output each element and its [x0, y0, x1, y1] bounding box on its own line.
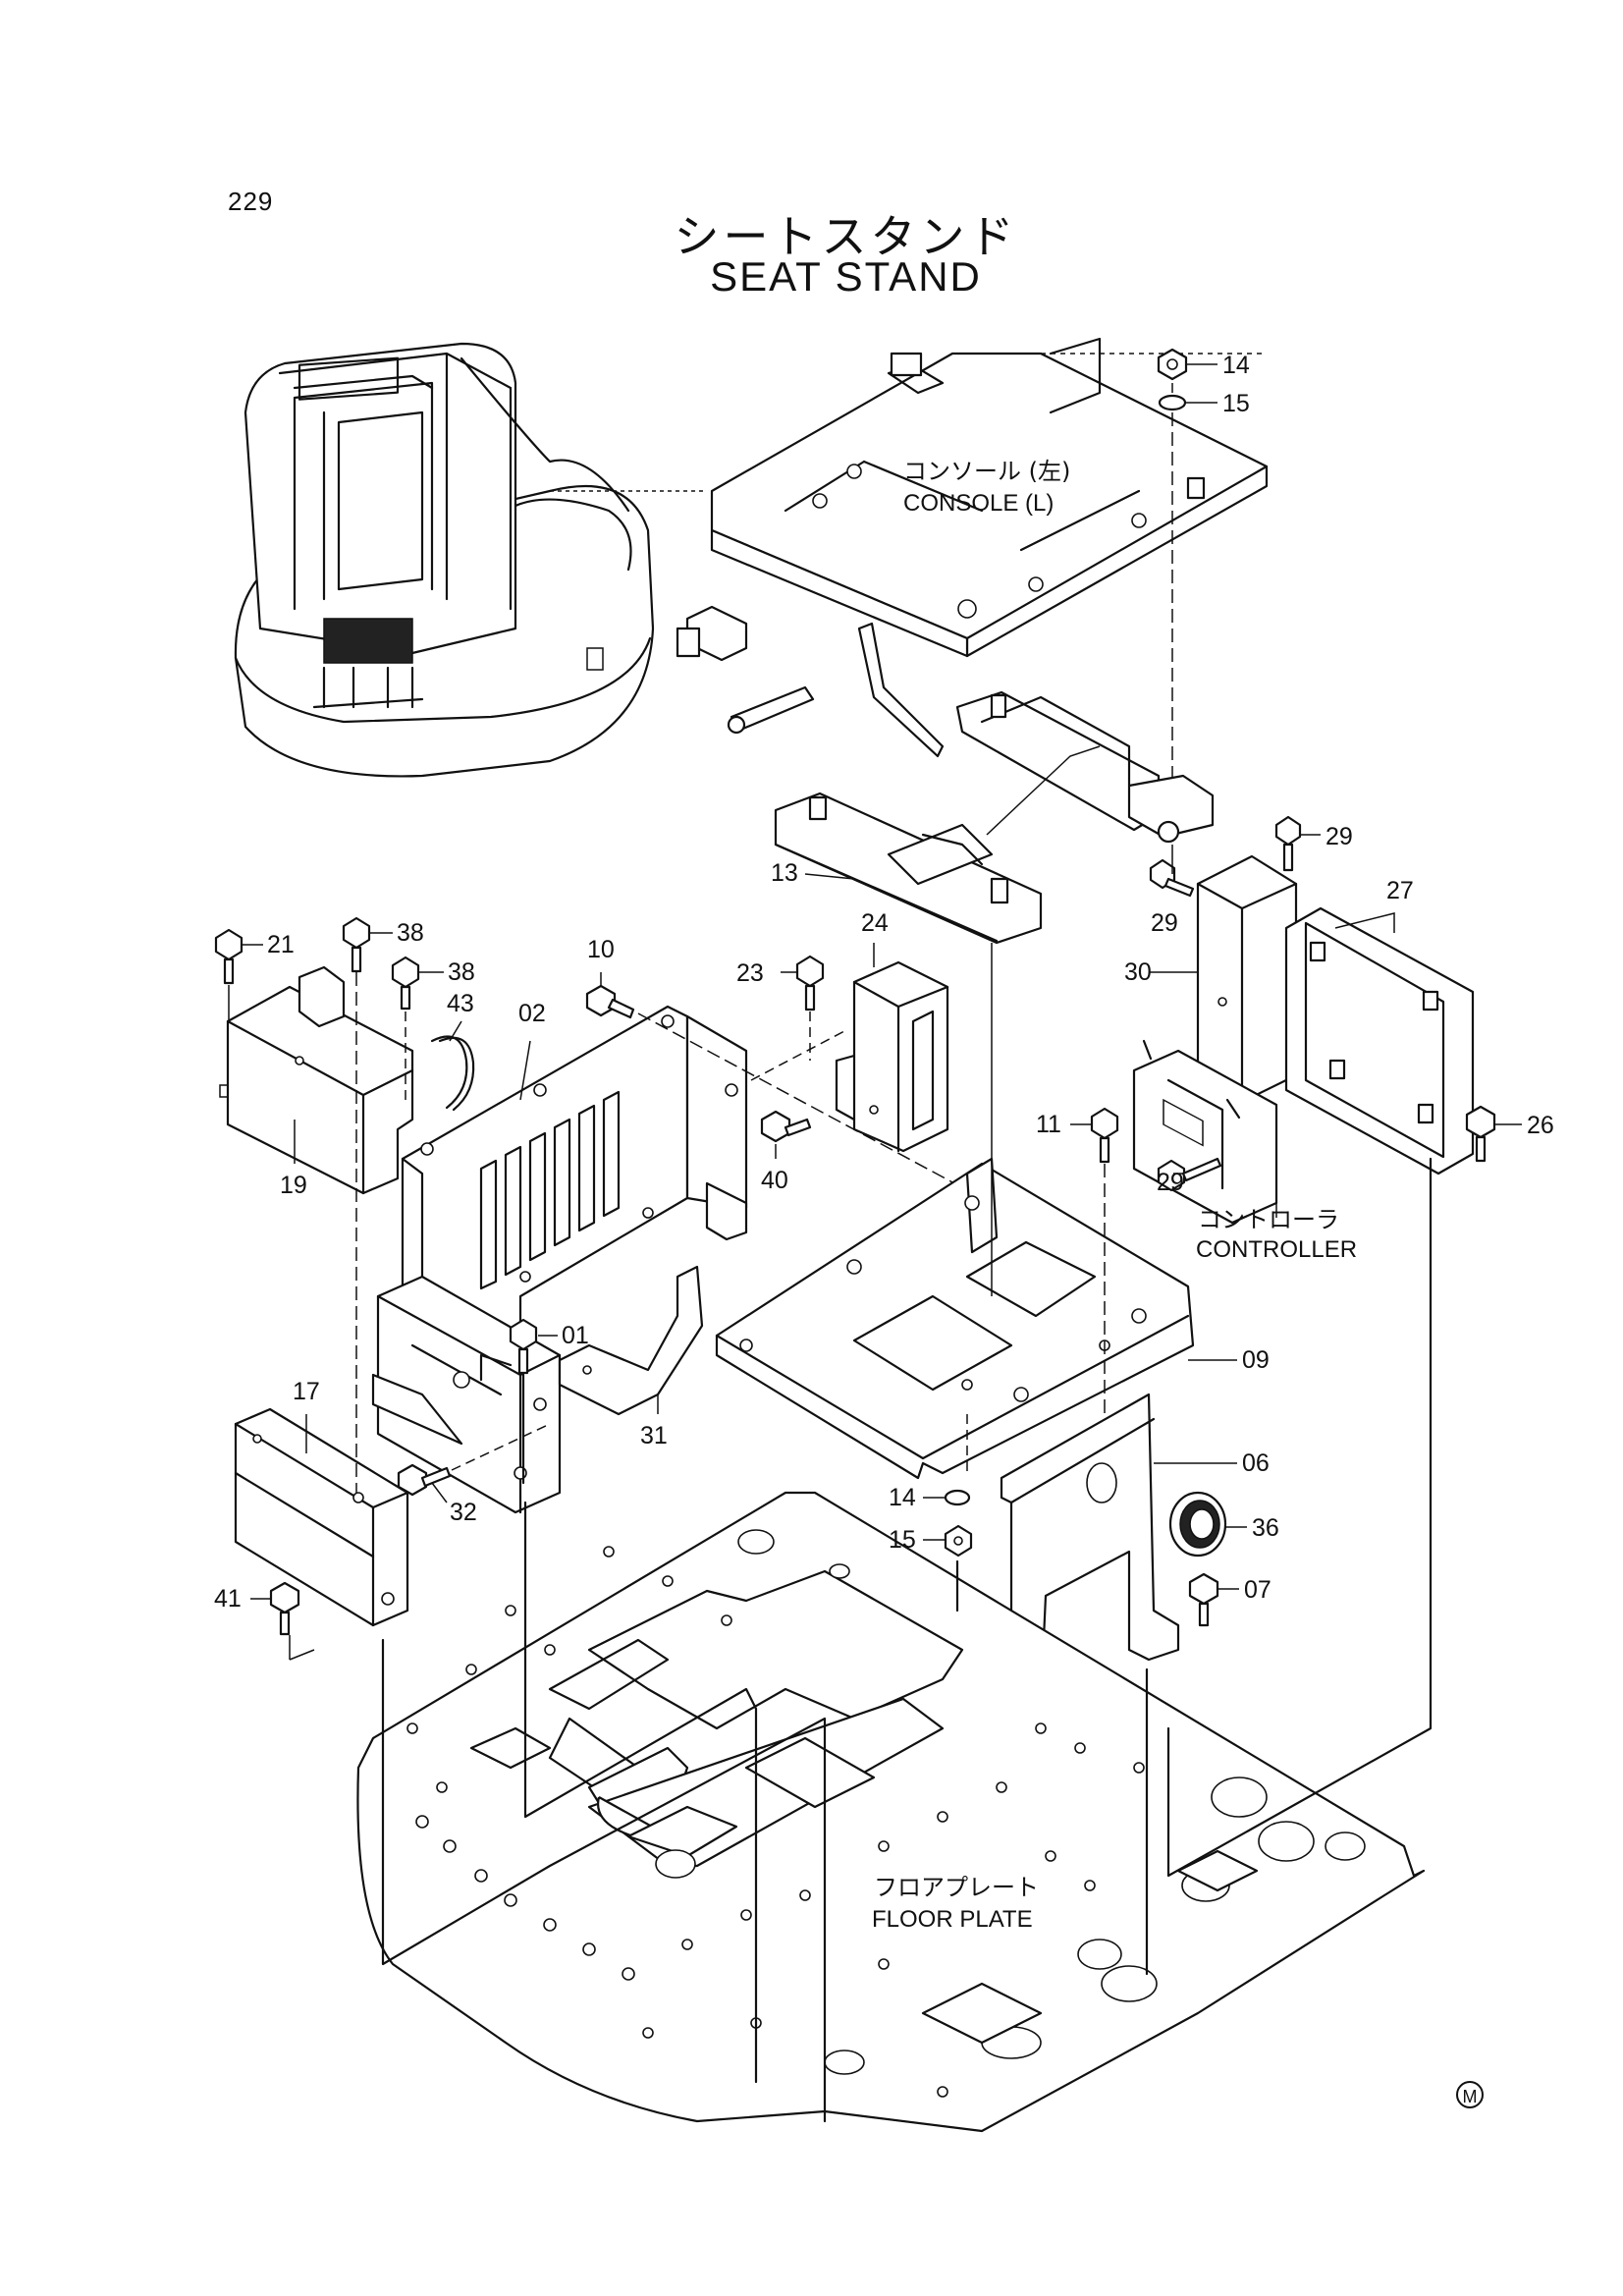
callout-26: 26	[1527, 1112, 1554, 1139]
callout-15-top: 15	[1222, 390, 1250, 417]
callout-01: 01	[562, 1322, 589, 1349]
callout-29-top: 29	[1325, 823, 1353, 850]
callout-29-mid: 29	[1151, 909, 1178, 937]
bolt-41-part	[269, 1581, 300, 1636]
seat-stand-location-highlight	[312, 618, 424, 709]
callout-38-upper: 38	[397, 919, 424, 947]
diagram-title: SEAT STAND	[710, 253, 982, 300]
bracket-17-part	[234, 1407, 409, 1627]
bolt-21-part	[214, 928, 243, 985]
callout-14-lower: 14	[889, 1484, 916, 1511]
slide-rail-13-part	[774, 745, 1101, 945]
controller-label-jp: コントローラ	[1198, 1206, 1339, 1233]
bolt-29-low-part	[1157, 1157, 1222, 1192]
bolt-29-top-part	[1274, 815, 1302, 872]
callout-41: 41	[214, 1585, 242, 1613]
callout-21: 21	[267, 931, 295, 958]
callout-36: 36	[1252, 1514, 1279, 1542]
side-panel-02-part	[401, 1005, 748, 1357]
callout-40: 40	[761, 1167, 788, 1194]
callout-07: 07	[1244, 1576, 1271, 1604]
callout-32: 32	[450, 1499, 477, 1526]
callout-06: 06	[1242, 1449, 1270, 1477]
console-label-jp: コンソール (左)	[903, 458, 1070, 485]
lever-linkage-parts	[676, 605, 1215, 844]
washer-15-lower-part	[944, 1524, 973, 1558]
console-label: CONSOLE (L)	[903, 490, 1054, 517]
bracket-27-part	[1284, 906, 1475, 1175]
bolt-01-part	[509, 1318, 538, 1375]
bolt-40-part	[760, 1110, 812, 1143]
assembly-guide-lines	[228, 854, 1433, 2123]
bolt-29-mid-part	[1149, 858, 1195, 898]
callout-38-lower: 38	[448, 958, 475, 986]
callout-30: 30	[1124, 958, 1152, 986]
callout-11: 11	[1036, 1111, 1061, 1138]
callout-10: 10	[587, 936, 615, 963]
washer-15-top-part	[1158, 394, 1187, 411]
excavator-cab-illustration	[234, 342, 707, 778]
panel-vents	[479, 1090, 621, 1290]
nut-14-top-part	[1157, 348, 1188, 381]
bolt-07-part	[1188, 1572, 1219, 1627]
callout-27: 27	[1386, 877, 1414, 904]
bolt-38a-part	[342, 916, 371, 973]
diagram-title-japanese: シートスタンド	[674, 210, 1018, 263]
page-number: 229	[228, 187, 274, 216]
bolt-38b-part	[391, 956, 420, 1011]
controller-30-part	[1196, 854, 1298, 1104]
callout-leaders	[242, 363, 1522, 1600]
bolt-10-part	[585, 984, 635, 1019]
callout-24: 24	[861, 909, 889, 937]
m-mark: M	[1456, 2081, 1484, 2108]
bolt-23-part	[795, 955, 825, 1011]
callout-31: 31	[640, 1422, 668, 1449]
controller-label: CONTROLLER	[1196, 1236, 1357, 1263]
floor-plate-label-jp: フロアプレート	[874, 1874, 1039, 1901]
bolt-26-part	[1465, 1105, 1496, 1163]
svg-text:M: M	[1463, 2087, 1478, 2106]
cover-19-part	[219, 965, 414, 1195]
spring-43-part	[430, 1035, 475, 1112]
callout-29-low: 29	[1157, 1169, 1184, 1196]
bracket-24-part	[835, 960, 949, 1153]
callout-19: 19	[280, 1172, 307, 1199]
callout-43: 43	[447, 990, 474, 1017]
callout-09: 09	[1242, 1346, 1270, 1374]
bolt-11-part	[1090, 1107, 1119, 1164]
callout-13: 13	[771, 859, 798, 887]
callout-02: 02	[518, 1000, 546, 1027]
floor-plate-part	[356, 1491, 1426, 2133]
callout-17: 17	[293, 1378, 320, 1405]
console-left-part	[710, 337, 1269, 658]
callout-23: 23	[736, 959, 764, 987]
callout-15-lower: 15	[889, 1526, 916, 1554]
floor-plate-label: FLOOR PLATE	[872, 1906, 1033, 1933]
callout-numbers: 14 15 13 29 29 27 30 29 26 21 38 38 43 1…	[214, 352, 1554, 1613]
bolt-32-part	[397, 1463, 452, 1497]
nut-14-lower-part	[944, 1489, 971, 1506]
callout-14-top: 14	[1222, 352, 1250, 379]
grommet-36-part	[1168, 1491, 1227, 1558]
seat-plate-09-part	[715, 1157, 1195, 1480]
bracket-31-part	[558, 1265, 704, 1416]
